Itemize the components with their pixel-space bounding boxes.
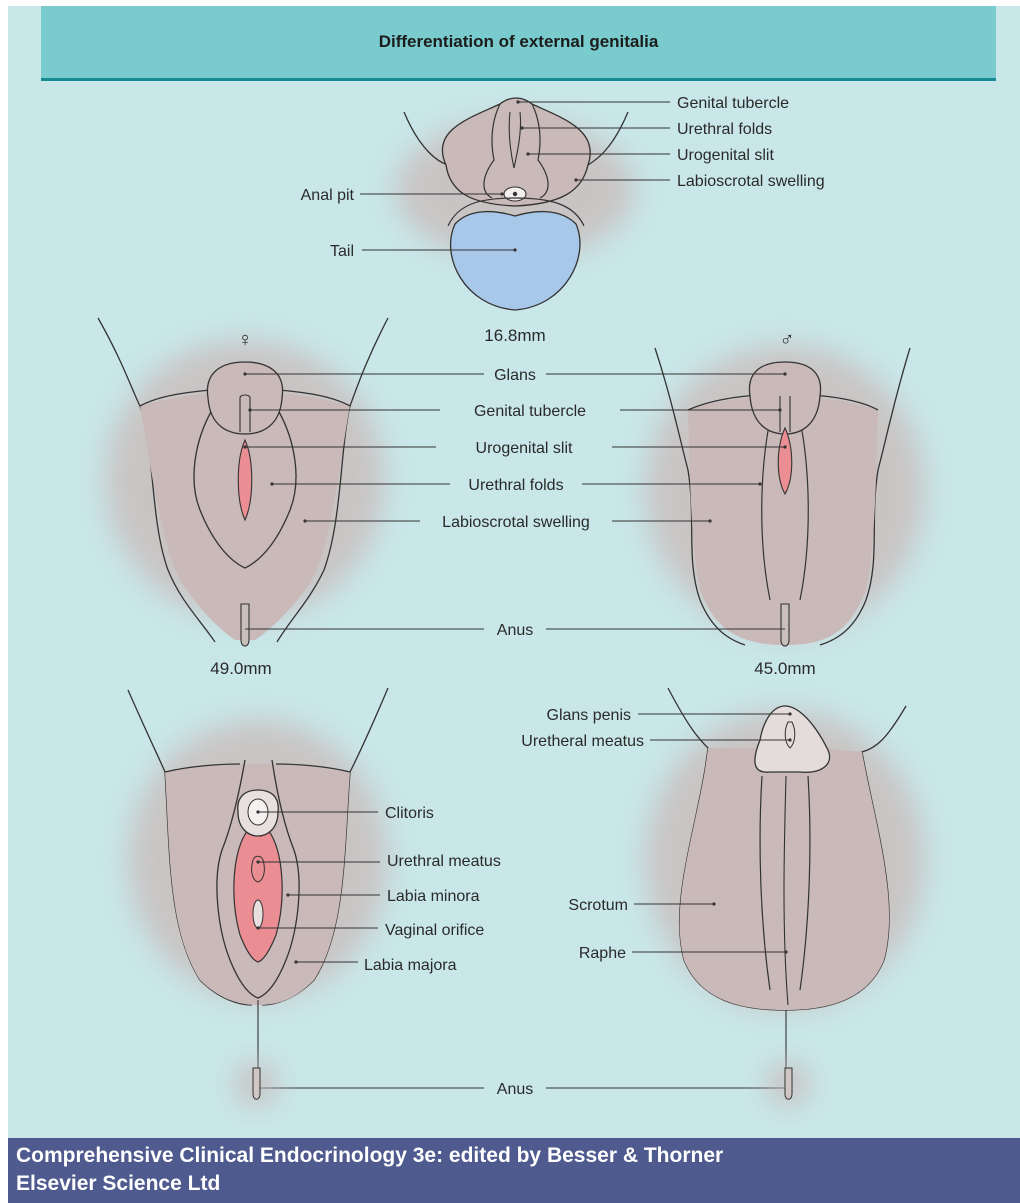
label-tail: Tail	[330, 243, 354, 260]
label-scrotum: Scrotum	[568, 897, 628, 914]
female-middle-drawing	[98, 318, 388, 646]
size-label-male: 45.0mm	[754, 659, 815, 678]
label-labia-majora: Labia majora	[364, 957, 457, 974]
label-anal-pit: Anal pit	[301, 187, 355, 204]
label-labioscrotal-swelling: Labioscrotal swelling	[677, 173, 825, 190]
label-urogenital-slit-middle: Urogenital slit	[476, 440, 573, 457]
label-urethral-folds-middle: Urethral folds	[468, 477, 563, 494]
label-labia-minora: Labia minora	[387, 888, 480, 905]
label-anus-final: Anus	[497, 1081, 533, 1098]
label-raphe: Raphe	[579, 945, 626, 962]
label-uretheral-meatus: Uretheral meatus	[521, 733, 644, 750]
label-vaginal-orifice: Vaginal orifice	[385, 922, 484, 939]
label-genital-tubercle: Genital tubercle	[677, 95, 789, 112]
female-final-drawing	[128, 688, 388, 1070]
citation-line-2: Elsevier Science Ltd	[16, 1170, 1012, 1198]
size-label-early: 16.8mm	[484, 326, 545, 345]
male-symbol-icon: ♂	[780, 329, 795, 351]
label-urethral-folds: Urethral folds	[677, 121, 772, 138]
size-label-female: 49.0mm	[210, 659, 271, 678]
male-final-drawing	[645, 688, 925, 1070]
citation-line-1: Comprehensive Clinical Endocrinology 3e:…	[16, 1142, 1012, 1170]
label-glans-penis: Glans penis	[547, 707, 632, 724]
label-clitoris: Clitoris	[385, 805, 434, 822]
label-genital-tubercle-middle: Genital tubercle	[474, 403, 586, 420]
label-urethral-meatus: Urethral meatus	[387, 853, 501, 870]
label-labioscrotal-swelling-middle: Labioscrotal swelling	[442, 514, 590, 531]
early-stage-drawing	[395, 98, 635, 310]
female-symbol-icon: ♀	[238, 329, 253, 351]
label-anus-middle: Anus	[497, 622, 533, 639]
label-glans: Glans	[494, 367, 536, 384]
label-urogenital-slit: Urogenital slit	[677, 147, 774, 164]
genitalia-diagram: Genital tubercle Urethral folds Urogenit…	[0, 0, 1020, 1138]
citation-footer: Comprehensive Clinical Endocrinology 3e:…	[8, 1138, 1020, 1203]
male-middle-drawing	[645, 345, 925, 646]
